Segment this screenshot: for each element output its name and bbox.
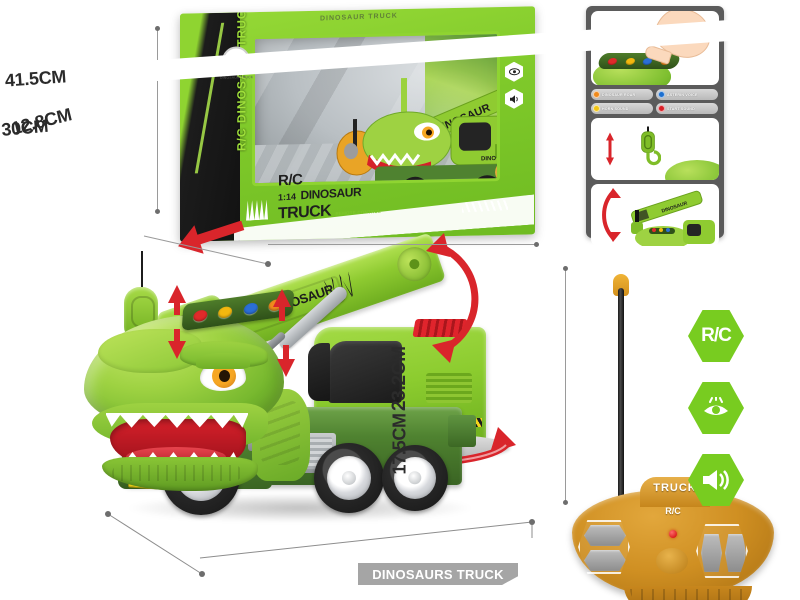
remote-control: TRUCK R/C R/C (556, 272, 800, 600)
dimline-height (157, 28, 158, 213)
legend-label: ASTERIN VOICE (667, 92, 698, 97)
svg-text:DINO: DINO (481, 156, 496, 162)
speaker-badge (505, 89, 523, 109)
boom-extend-arrow-icon (178, 221, 245, 254)
dimline-height-dot-bottom (155, 209, 160, 214)
legend-bullet (593, 105, 600, 112)
legend-bullet (658, 105, 665, 112)
legend-label: START SOUND (667, 106, 695, 111)
button-left[interactable] (701, 534, 722, 572)
dpad-left[interactable] (578, 520, 630, 574)
remote-feature-icons: R/C (688, 310, 744, 506)
power-led (669, 530, 677, 538)
rc-icon: R/C (688, 310, 744, 362)
up-down-arrow-icon (606, 132, 614, 166)
product-name-tag: DINOSAURS TRUCK (358, 563, 518, 585)
boom-angle-illustration: DINOSAUR (602, 188, 715, 246)
dimline-boom-extension (143, 235, 271, 267)
box-feature-badges: R/C (505, 35, 523, 109)
legend-bullet (658, 91, 665, 98)
dino-lower-jaw (102, 457, 258, 491)
dimline-truck-length (199, 519, 535, 559)
eye-badge (505, 62, 523, 82)
demo-card-hook-updown (591, 118, 719, 180)
package-box: R/C DINOSAUR TRUCK DINOSAUR TRUCK (180, 6, 535, 242)
demo-card-boom-angle: DINOSAUR (591, 184, 719, 246)
dimline-length-dot-right (534, 242, 539, 247)
dimline-remote-height (565, 268, 566, 504)
legend-chip: DINOSAUR ROAR (591, 89, 653, 100)
main-toy-illustration: DINOSAUR DINO DINOSAUR ENGINE (78, 175, 558, 560)
dimension-remote-height-label: 17.5CM (389, 413, 410, 475)
box-top-title: DINOSAUR TRUCK (320, 12, 398, 23)
dinosaur-head (84, 288, 310, 491)
dimline-truck-depth (105, 511, 205, 577)
dino-eyelid (196, 353, 250, 369)
button-backward[interactable] (584, 550, 626, 571)
box-body: R/C DINOSAUR TRUCK DINOSAUR TRUCK (180, 6, 535, 242)
dimline-remote-dot-top (563, 266, 568, 271)
wheel-middle (314, 443, 384, 513)
light-eye-icon (688, 382, 744, 434)
cab-side-window (308, 343, 330, 401)
dimline-remote-dot-bottom (563, 500, 568, 505)
center-knob[interactable] (656, 548, 688, 574)
dpad-right[interactable] (696, 524, 748, 578)
cab-window (328, 341, 402, 403)
legend-chip: HORN SOUND (591, 103, 653, 114)
truck-rear-deck (448, 415, 476, 447)
legend-label: HORN SOUND (602, 106, 629, 111)
wheel-rear (382, 445, 448, 511)
dimline-height-dot-top (155, 26, 160, 31)
button-roar[interactable] (193, 308, 208, 322)
legend-bullet (593, 91, 600, 98)
remote-grip-base (624, 586, 752, 600)
button-voice[interactable] (243, 301, 258, 315)
legend-chip: ASTERIN VOICE (656, 89, 718, 100)
remote-subbrand-label: R/C (665, 506, 681, 516)
button-horn[interactable] (218, 305, 233, 319)
button-forward[interactable] (584, 525, 626, 546)
antenna (618, 288, 624, 510)
cab-vents (426, 373, 472, 403)
boom-swing-arrow-icon (426, 233, 479, 363)
crane-cable (141, 251, 143, 289)
rc-icon-label: R/C (701, 325, 732, 346)
legend-chip: START SOUND (656, 103, 718, 114)
dimline-length-extended (268, 244, 538, 245)
legend-label: DINOSAUR ROAR (602, 92, 636, 97)
hook-updown-arrow-icon (168, 285, 186, 359)
hydraulic-arrow-icon (273, 289, 295, 377)
dino-pupil (219, 370, 230, 382)
sound-button-legend: DINOSAUR ROAR ASTERIN VOICE HORN SOUND S… (591, 89, 719, 114)
product-name-tag-label: DINOSAURS TRUCK (372, 566, 504, 582)
sound-speaker-icon (688, 454, 744, 506)
button-right[interactable] (725, 534, 746, 572)
remote-brand-label: TRUCK (653, 482, 697, 494)
remote-body[interactable]: TRUCK R/C (572, 477, 774, 600)
antenna-tip (613, 274, 629, 296)
dino-head-blob (665, 160, 719, 180)
crane-hook-icon (641, 126, 661, 166)
